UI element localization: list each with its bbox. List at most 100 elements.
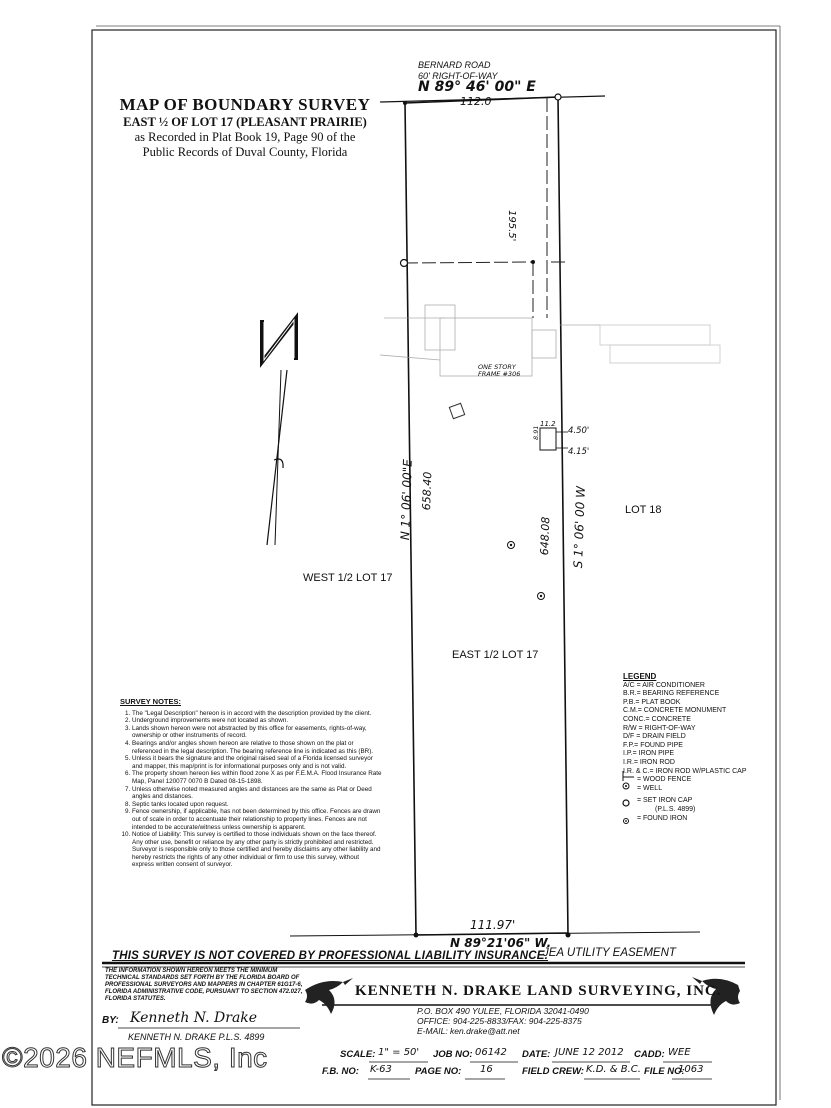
legend-item: P.B.= PLAT BOOK: [623, 698, 681, 706]
crew-label: FIELD CREW:: [522, 1066, 584, 1077]
scale-label: SCALE:: [340, 1049, 376, 1060]
survey-note: Lands shown hereon were not abstracted b…: [132, 725, 382, 740]
title-block: MAP OF BOUNDARY SURVEY EAST ½ OF LOT 17 …: [100, 95, 390, 160]
legend-item-well: = WELL: [637, 784, 663, 792]
corner-iron-sw: [413, 932, 419, 938]
dimension-112: 11.2: [540, 420, 556, 428]
north-arrow-icon: [260, 312, 298, 546]
legend-item: F.P.= FOUND PIPE: [623, 741, 683, 749]
file-label: FILE NO:: [644, 1066, 685, 1077]
survey-note: Notice of Liability: This survey is cert…: [132, 831, 382, 869]
company-email: E-MAIL: ken.drake@att.net: [417, 1026, 520, 1036]
date-value: JUNE 12 2012: [555, 1047, 624, 1058]
legend-item: CONC.= CONCRETE: [623, 715, 691, 723]
liability-disclaimer: THIS SURVEY IS NOT COVERED BY PROFESSION…: [112, 950, 549, 962]
survey-note: Fence ownership, if applicable, has not …: [132, 808, 382, 831]
survey-note: Unless it bears the signature and the or…: [132, 755, 382, 770]
corner-iron-se: [565, 932, 571, 938]
fence-lines: [403, 98, 565, 318]
east-bearing: S 1° 06' 00 W: [571, 485, 588, 569]
map-title: MAP OF BOUNDARY SURVEY: [119, 95, 371, 114]
house-label-line-1: ONE STORY: [478, 363, 516, 371]
legend-item: R/W = RIGHT-OF-WAY: [623, 724, 696, 732]
road-name: BERNARD ROAD: [418, 60, 491, 70]
info-underlines: [368, 1061, 712, 1080]
date-label: DATE:: [522, 1049, 551, 1060]
heron-logo-left: [305, 978, 353, 1014]
map-record-line-1: as Recorded in Plat Book 19, Page 90 of …: [134, 130, 356, 144]
cadd-label: CADD:: [634, 1049, 665, 1060]
set-iron-cap: [399, 258, 409, 268]
ac-symbol: [448, 402, 466, 420]
sheet-border: [91, 29, 777, 1106]
survey-notes-title: SURVEY NOTES:: [120, 697, 181, 706]
legend-item-set-iron: = SET IRON CAP: [637, 797, 693, 805]
surveyor-signature: Kenneth N. Drake: [130, 1010, 258, 1026]
legend-item-found-iron: = FOUND IRON: [637, 814, 688, 822]
dimension-195: 195.5': [506, 210, 517, 242]
north-bearing: N 89° 46' 00" E: [418, 79, 536, 95]
road-right-of-way: 60' RIGHT-OF-WAY: [418, 71, 498, 81]
legend-item: C.M.= CONCRETE MONUMENT: [623, 707, 727, 715]
west-half-lot-label: WEST 1/2 LOT 17: [303, 572, 393, 584]
by-label: BY:: [102, 1015, 119, 1026]
survey-notes-list: The "Legal Description" hereon is in acc…: [120, 710, 382, 869]
watermark: ©2026 NEFMLS, Inc: [2, 1042, 268, 1074]
standards-statement: THE INFORMATION SHOWN HEREON MEETS THE M…: [105, 968, 303, 1002]
survey-note: Underground improvements were not locate…: [132, 717, 382, 725]
corner-iron-ne: [554, 93, 562, 101]
legend-item: I.P.= IRON PIPE: [623, 750, 675, 758]
corner-iron-nw: [403, 101, 407, 105]
road-label: BERNARD ROAD 60' RIGHT-OF-WAY: [418, 60, 498, 82]
survey-note: Bearings and/or angles shown hereon are …: [132, 740, 382, 755]
legend-title: LEGEND: [623, 672, 657, 681]
company-address: P.O. BOX 490 YULEE, FLORIDA 32041-0490: [417, 1006, 589, 1016]
legend-symbols: [622, 771, 634, 824]
legend-item: D/F = DRAIN FIELD: [623, 733, 686, 741]
fb-value: K-63: [370, 1064, 392, 1075]
east-half-lot-label: EAST 1/2 LOT 17: [452, 649, 539, 661]
cadd-value: WEE: [668, 1047, 691, 1058]
job-label: JOB NO:: [433, 1049, 473, 1060]
east-distance: 648.08: [538, 516, 553, 556]
dimension-450: 4.50': [568, 426, 590, 436]
survey-note: The "Legal Description" hereon is in acc…: [132, 710, 382, 718]
file-value: 1063: [678, 1064, 704, 1075]
legend-item-wood-fence: = WOOD FENCE: [637, 776, 692, 784]
structure-box: [539, 427, 557, 451]
lot-18-label: LOT 18: [625, 504, 662, 516]
dimension-891: 8.91: [532, 425, 540, 440]
page-label: PAGE NO:: [415, 1066, 462, 1077]
legend-item: B.R.= BEARING REFERENCE: [623, 690, 720, 698]
north-distance: 112.0: [460, 95, 492, 108]
legend-item: I.R. & C.= IRON ROD W/PLASTIC CAP: [623, 767, 747, 775]
company-phone: OFFICE: 904-225-8833/FAX: 904-225-8375: [417, 1016, 582, 1026]
house-label: ONE STORY FRAME #306: [478, 364, 520, 378]
easement-label: JEA UTILITY EASEMENT: [543, 947, 676, 959]
heron-logo-right: [692, 977, 740, 1015]
legend-item: A/C = AIR CONDITIONER: [623, 681, 705, 689]
legend: LEGEND A/C = AIR CONDITIONER B.R.= BEARI…: [623, 672, 813, 823]
company-contact: P.O. BOX 490 YULEE, FLORIDA 32041-0490 O…: [417, 1006, 589, 1036]
survey-note: Septic tanks located upon request.: [132, 801, 382, 809]
survey-note: Unless otherwise noted measured angles a…: [132, 786, 382, 801]
south-bearing: N 89°21'06" W.: [450, 936, 552, 950]
house-label-line-2: FRAME #306: [478, 370, 521, 378]
west-bearing: N 1° 06' 00"E: [398, 459, 415, 541]
legend-item: I.R.= IRON ROD: [623, 758, 675, 766]
surveyor-name: KENNETH N. DRAKE P.L.S. 4899: [128, 1032, 265, 1042]
south-distance: 111.97': [470, 918, 516, 932]
page-value: 16: [480, 1064, 493, 1075]
company-name: KENNETH N. DRAKE LAND SURVEYING, INC.: [355, 983, 722, 999]
west-distance: 658.40: [420, 471, 435, 511]
fb-label: F.B. NO:: [322, 1066, 359, 1077]
scale-value: 1" = 50': [378, 1047, 420, 1058]
survey-notes: SURVEY NOTES: The "Legal Description" he…: [120, 698, 382, 869]
map-record-line-2: Public Records of Duval County, Florida: [142, 145, 348, 159]
map-subtitle: EAST ½ OF LOT 17 (PLEASANT PRAIRIE): [123, 115, 367, 129]
legend-item-pls: (P.L.S. 4899): [655, 805, 696, 813]
job-value: 06142: [475, 1047, 507, 1058]
crew-value: K.D. & B.C.: [586, 1064, 641, 1075]
house-footprint: [379, 304, 721, 377]
